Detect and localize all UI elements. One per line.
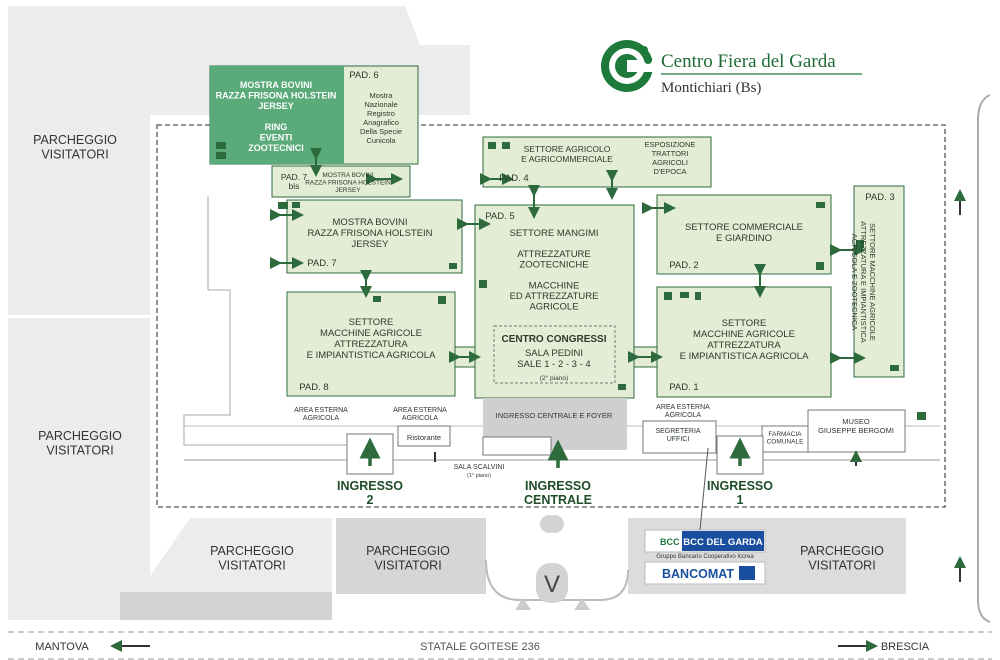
pad6-highlight	[210, 66, 344, 164]
segreteria-block	[642, 420, 717, 454]
connection-arrows	[270, 148, 866, 364]
congress-title: CENTRO CONGRESSI	[501, 334, 606, 345]
scalvini-floor-label: (1° piano)	[467, 473, 491, 479]
pad3-block	[853, 185, 905, 378]
bank-pointer	[699, 447, 709, 531]
brand-location: Montichiari (Bs)	[661, 80, 761, 96]
side-road-left	[183, 196, 347, 446]
pad7-block	[286, 199, 463, 274]
scalvini-label: SALA SCALVINI	[454, 464, 505, 471]
pad2-block	[656, 194, 832, 275]
bank-group: Gruppo Bancario Cooperativo Iccrea	[656, 554, 754, 560]
facility-icons	[216, 142, 926, 420]
brand-name: Centro Fiera del Garda	[661, 51, 836, 72]
congress-floor: (2° piano)	[540, 374, 568, 382]
pad3-label: PAD. 3	[865, 192, 894, 203]
pad5-label: PAD. 5	[485, 211, 514, 222]
pad1-block	[656, 286, 832, 398]
roundabout-v	[536, 563, 568, 603]
pad4-block	[482, 136, 712, 188]
entrance-arrows	[359, 437, 751, 468]
parking-zone-s	[336, 518, 486, 594]
pad3-text: SETTORE MACCHINE AGRICOLEATTREZZATURA E …	[850, 221, 877, 342]
bancomat-panel	[644, 561, 766, 585]
ristorante-label: Ristorante	[407, 433, 441, 442]
scalvini-block	[482, 436, 552, 456]
pad4-label: PAD. 4	[499, 173, 528, 184]
pad5-block	[474, 204, 635, 399]
road-east-label: BRESCIA	[881, 641, 930, 653]
roundabout-v-glyph: V	[544, 571, 560, 598]
roundabout-island	[540, 515, 564, 533]
road-front-curve	[485, 559, 629, 601]
pad8-label: PAD. 8	[299, 382, 328, 393]
pad1-label: PAD. 1	[669, 382, 698, 393]
pad2-label: PAD. 2	[669, 260, 698, 271]
pad7-label: PAD. 7	[307, 258, 336, 269]
triangle-right	[574, 598, 590, 610]
bank-bcc-logo: BCC	[660, 537, 680, 547]
road-name-label: STATALE GOITESE 236	[420, 641, 540, 653]
brand-logo	[601, 40, 653, 92]
parking-zone-sw-dark	[120, 592, 332, 620]
pad6-label: PAD. 6	[349, 70, 378, 81]
pad8-block	[286, 291, 456, 397]
congress-block	[493, 325, 616, 384]
road-west-label: MANTOVA	[35, 641, 89, 653]
bancomat-icon	[739, 566, 755, 580]
foyer-label: INGRESSO CENTRALE E FOYER	[496, 411, 613, 420]
bank-logo-bg	[682, 531, 764, 551]
bancomat-label: BANCOMAT	[662, 567, 734, 581]
bank-name: BCC DEL GARDA	[683, 537, 763, 548]
triangle-left	[515, 598, 531, 610]
road-arrows	[110, 189, 966, 652]
fair-perimeter	[156, 124, 946, 508]
road-right-curve	[977, 94, 991, 623]
parking-zone-w	[8, 318, 150, 620]
ristorante-block	[397, 425, 451, 447]
